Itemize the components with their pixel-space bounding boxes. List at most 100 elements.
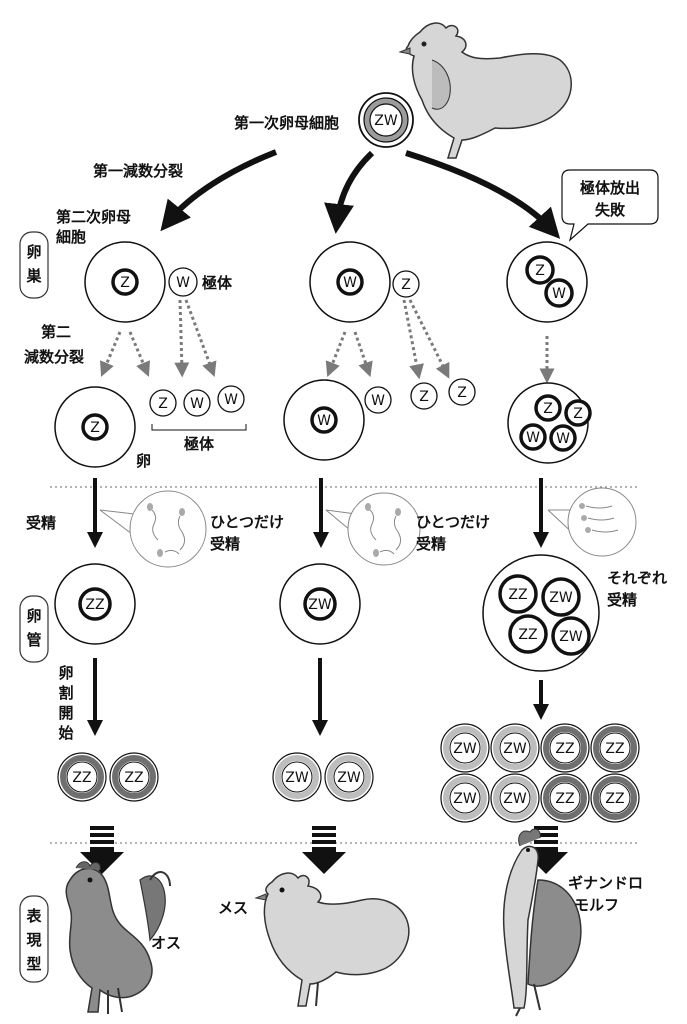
svg-text:ZW: ZW <box>337 770 361 786</box>
meiosis2-label-1: 第二 <box>41 323 71 341</box>
svg-text:始: 始 <box>58 724 73 742</box>
hen-icon <box>254 872 410 1007</box>
gynandromorph-label-1: ギナンドロ <box>568 874 643 892</box>
svg-text:W: W <box>552 286 566 302</box>
cleavage-label: 卵 割 開 始 <box>58 664 73 742</box>
secondary-oocyte-label-1: 第二次卵母 <box>56 208 131 226</box>
svg-text:型: 型 <box>26 955 41 973</box>
polar-body-bracket <box>151 424 247 431</box>
single-fert-b-label-2: 受精 <box>416 535 446 553</box>
female-label: メス <box>218 899 248 917</box>
side-tab-ovary: 卵 巣 <box>19 231 49 299</box>
secondary-oocyte-right: Z W <box>506 241 588 323</box>
svg-text:Z: Z <box>401 277 411 293</box>
polar-body-label-1: 極体 <box>201 274 233 292</box>
polar-bodies-middle: W Z Z <box>364 378 476 414</box>
svg-text:ZW: ZW <box>308 597 332 613</box>
svg-text:Z: Z <box>543 401 553 417</box>
hen-icon <box>398 22 572 159</box>
single-fert-a-label-1: ひとつだけ <box>210 513 284 531</box>
callout-polar-failure: 極体放出 失敗 <box>561 169 659 242</box>
svg-text:W: W <box>371 393 385 409</box>
svg-text:ZZ: ZZ <box>555 741 574 757</box>
egg-right: Z Z W W <box>507 382 592 464</box>
svg-text:ZZ: ZZ <box>605 741 624 757</box>
sperm-icon <box>547 487 637 557</box>
svg-text:W: W <box>317 413 331 429</box>
each-fert-label-2: 受精 <box>607 591 637 609</box>
side-tab-oviduct: 卵 管 <box>19 595 49 663</box>
svg-text:Z: Z <box>457 385 467 401</box>
svg-text:ZZ: ZZ <box>124 770 143 786</box>
sperm-icon <box>325 492 421 566</box>
svg-text:割: 割 <box>58 684 73 702</box>
svg-text:巣: 巣 <box>25 267 42 285</box>
meiosis2-label-2: 減数分裂 <box>24 348 84 366</box>
polar-body-label-2: 極体 <box>183 435 215 453</box>
egg-label: 卵 <box>136 452 151 470</box>
svg-text:ZZ: ZZ <box>605 791 624 807</box>
arrow-left-branch <box>160 149 278 232</box>
arrow-right-branch <box>405 150 561 239</box>
polar-body-middle: Z <box>392 270 420 298</box>
svg-text:W: W <box>176 275 190 291</box>
svg-text:W: W <box>526 430 540 446</box>
svg-text:ZW: ZW <box>549 590 573 606</box>
secondary-oocyte-left: Z <box>84 241 166 323</box>
striped-arrow-middle <box>302 826 346 874</box>
each-fert-label-1: それぞれ <box>607 569 667 587</box>
svg-text:卵: 卵 <box>26 607 41 625</box>
svg-text:ZZ: ZZ <box>72 770 91 786</box>
svg-text:W: W <box>190 396 204 412</box>
arrow-middle-branch <box>324 150 375 234</box>
primary-oocyte-label: 第一次卵母細胞 <box>234 114 339 132</box>
dotted-arrows <box>99 299 555 384</box>
egg-left: Z <box>54 386 136 468</box>
svg-text:ZW: ZW <box>453 741 477 757</box>
svg-text:W: W <box>224 392 238 408</box>
cleaved-female-cells: ZW ZW <box>272 752 374 802</box>
zygote-right: ZZ ZW ZZ ZW <box>482 554 600 672</box>
svg-text:ZZ: ZZ <box>85 597 104 613</box>
svg-text:ZZ: ZZ <box>508 587 527 603</box>
svg-text:Z: Z <box>90 420 100 436</box>
svg-text:Z: Z <box>573 406 583 422</box>
gynandromorph-icon <box>502 828 582 1017</box>
meiosis1-label: 第一減数分裂 <box>93 162 183 180</box>
primary-oocyte-genotype: ZW <box>374 113 398 129</box>
single-fert-a-label-2: 受精 <box>210 535 240 553</box>
svg-text:現: 現 <box>26 931 41 949</box>
svg-text:Z: Z <box>535 263 545 279</box>
primary-oocyte-cell: ZW <box>358 92 414 148</box>
fertilization-label: 受精 <box>26 514 56 532</box>
svg-text:ZW: ZW <box>559 629 583 645</box>
zygote-middle: ZW <box>279 563 361 645</box>
polar-body-left: W <box>168 267 198 297</box>
svg-text:ZZ: ZZ <box>555 791 574 807</box>
callout-line1: 極体放出 <box>579 179 640 197</box>
svg-text:Z: Z <box>419 389 429 405</box>
svg-text:ZW: ZW <box>503 791 527 807</box>
svg-text:表: 表 <box>26 907 42 925</box>
polar-bodies-left: Z W W <box>149 385 245 417</box>
cleaved-mosaic-cells: ZW ZW ZZ ZZ ZW ZW ZZ ZZ <box>440 723 640 823</box>
svg-text:ZW: ZW <box>285 770 309 786</box>
zygote-left: ZZ <box>54 563 136 645</box>
cleaved-male-cells: ZZ ZZ <box>57 752 159 802</box>
svg-text:管: 管 <box>26 631 41 649</box>
svg-text:Z: Z <box>120 275 130 291</box>
svg-text:ZW: ZW <box>453 791 477 807</box>
male-label: オス <box>151 934 181 952</box>
svg-text:開: 開 <box>58 704 73 722</box>
secondary-oocyte-label-2: 細胞 <box>56 228 86 246</box>
gynandromorph-label-2: モルフ <box>574 896 619 914</box>
striped-arrow-left <box>80 826 124 874</box>
single-fert-b-label-1: ひとつだけ <box>416 513 490 531</box>
svg-text:W: W <box>556 431 570 447</box>
svg-text:卵: 卵 <box>58 664 73 682</box>
secondary-oocyte-middle: W <box>309 241 391 323</box>
rooster-icon <box>65 861 171 1014</box>
side-tab-phenotype: 表 現 型 <box>19 895 49 983</box>
svg-text:ZW: ZW <box>503 741 527 757</box>
